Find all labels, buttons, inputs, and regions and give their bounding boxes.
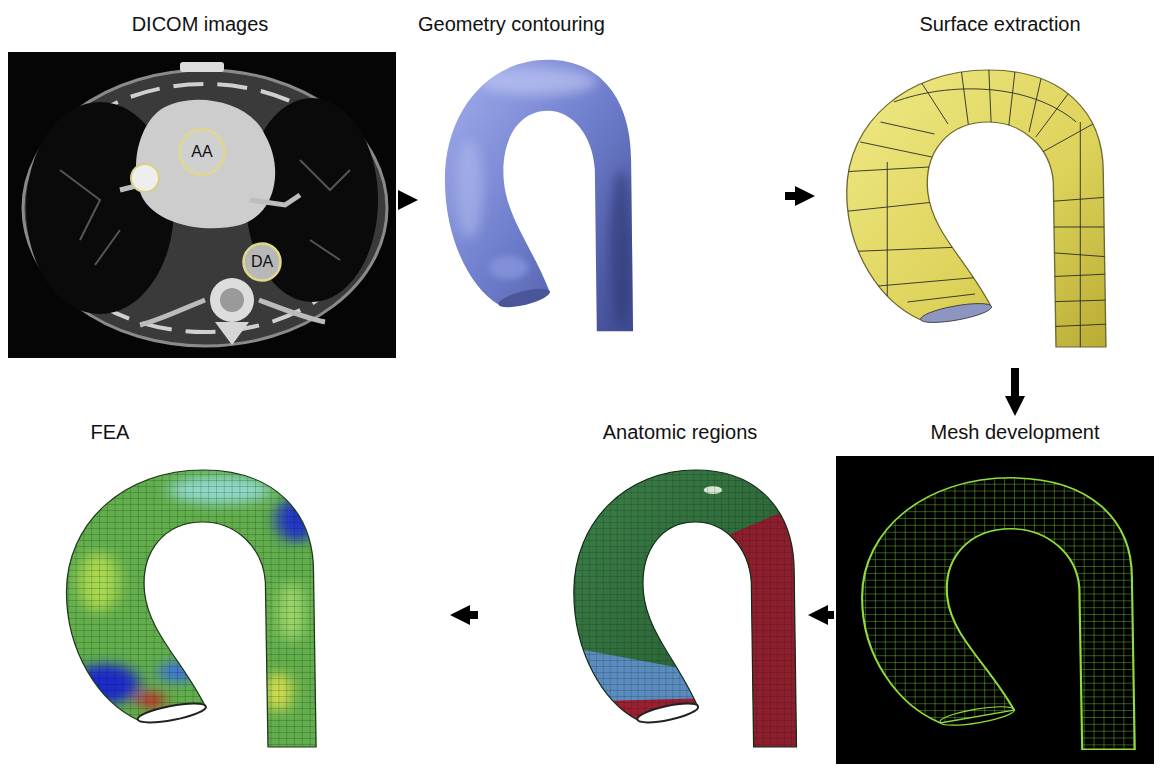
step-title: Mesh development (931, 420, 1100, 444)
stress-map-model (60, 462, 333, 762)
vessel-label: DA (251, 253, 273, 271)
aorta-solid-model (456, 140, 483, 238)
mesh-wireframe (836, 456, 1154, 764)
stress-map-model (60, 462, 333, 762)
mesh-wireframe (862, 478, 1135, 749)
step-panel: Geometry contouring (418, 6, 785, 352)
ct-scan (136, 100, 275, 229)
aorta-solid-model (610, 170, 634, 327)
step-panel: AA DA DICOM images (4, 6, 398, 360)
aorta-solid-model (456, 68, 633, 327)
stress-map-model (136, 700, 209, 727)
aorta-surface-model (840, 62, 1110, 347)
step-title: DICOM images (132, 12, 269, 36)
ct-scan (210, 278, 254, 322)
aorta-regions-model (574, 470, 797, 747)
step-title: Geometry contouring (418, 12, 605, 36)
flow-arrow (450, 611, 478, 619)
aorta-solid-model (489, 256, 528, 280)
flow-arrow (785, 192, 815, 200)
stress-map-model (67, 470, 317, 747)
ct-scan (131, 164, 159, 192)
aorta-surface-model (918, 300, 993, 327)
mesh-wireframe (862, 478, 1135, 749)
ct-scan (8, 52, 396, 358)
mesh-wireframe (836, 456, 1154, 764)
aorta-surface-model (847, 70, 1106, 347)
stress-map-model (161, 558, 208, 610)
mesh-wireframe (938, 703, 1017, 729)
aorta-surface-model (840, 62, 1110, 347)
aorta-regions-model (635, 700, 700, 727)
vessel-marker: DA (242, 242, 282, 282)
aorta-surface-model (840, 62, 1110, 347)
step-panel: Mesh development (834, 416, 1154, 764)
ct-scan (140, 300, 325, 325)
vessel-label: AA (191, 143, 212, 161)
step-panel: Anatomic regions (478, 416, 808, 764)
step-panel: Surface extraction (815, 6, 1145, 368)
flow-arrow (1011, 368, 1019, 416)
step-panel: FEA (30, 416, 450, 764)
aorta-solid-model (497, 285, 552, 311)
circle-outline (244, 244, 281, 281)
flow-arrow (398, 196, 418, 204)
stress-map-model (60, 462, 333, 762)
circle-outline (180, 130, 225, 175)
step-title: Surface extraction (919, 12, 1080, 36)
aorta-solid-model (479, 68, 597, 95)
step-title: FEA (91, 420, 130, 444)
aorta-regions-model (568, 462, 812, 762)
ct-scan (220, 288, 244, 312)
aorta-regions-model (568, 462, 812, 762)
step-title: Anatomic regions (603, 420, 758, 444)
ct-scan (8, 52, 396, 358)
flow-arrow (808, 611, 834, 619)
ct-scan (23, 70, 387, 346)
vessel-marker: AA (178, 128, 226, 176)
ct-scan (180, 62, 224, 72)
stress-map-model (165, 574, 188, 606)
aorta-solid-model (445, 60, 633, 331)
aorta-regions-model (568, 462, 812, 762)
ct-scan (215, 322, 249, 345)
aorta-solid-model (445, 60, 633, 331)
